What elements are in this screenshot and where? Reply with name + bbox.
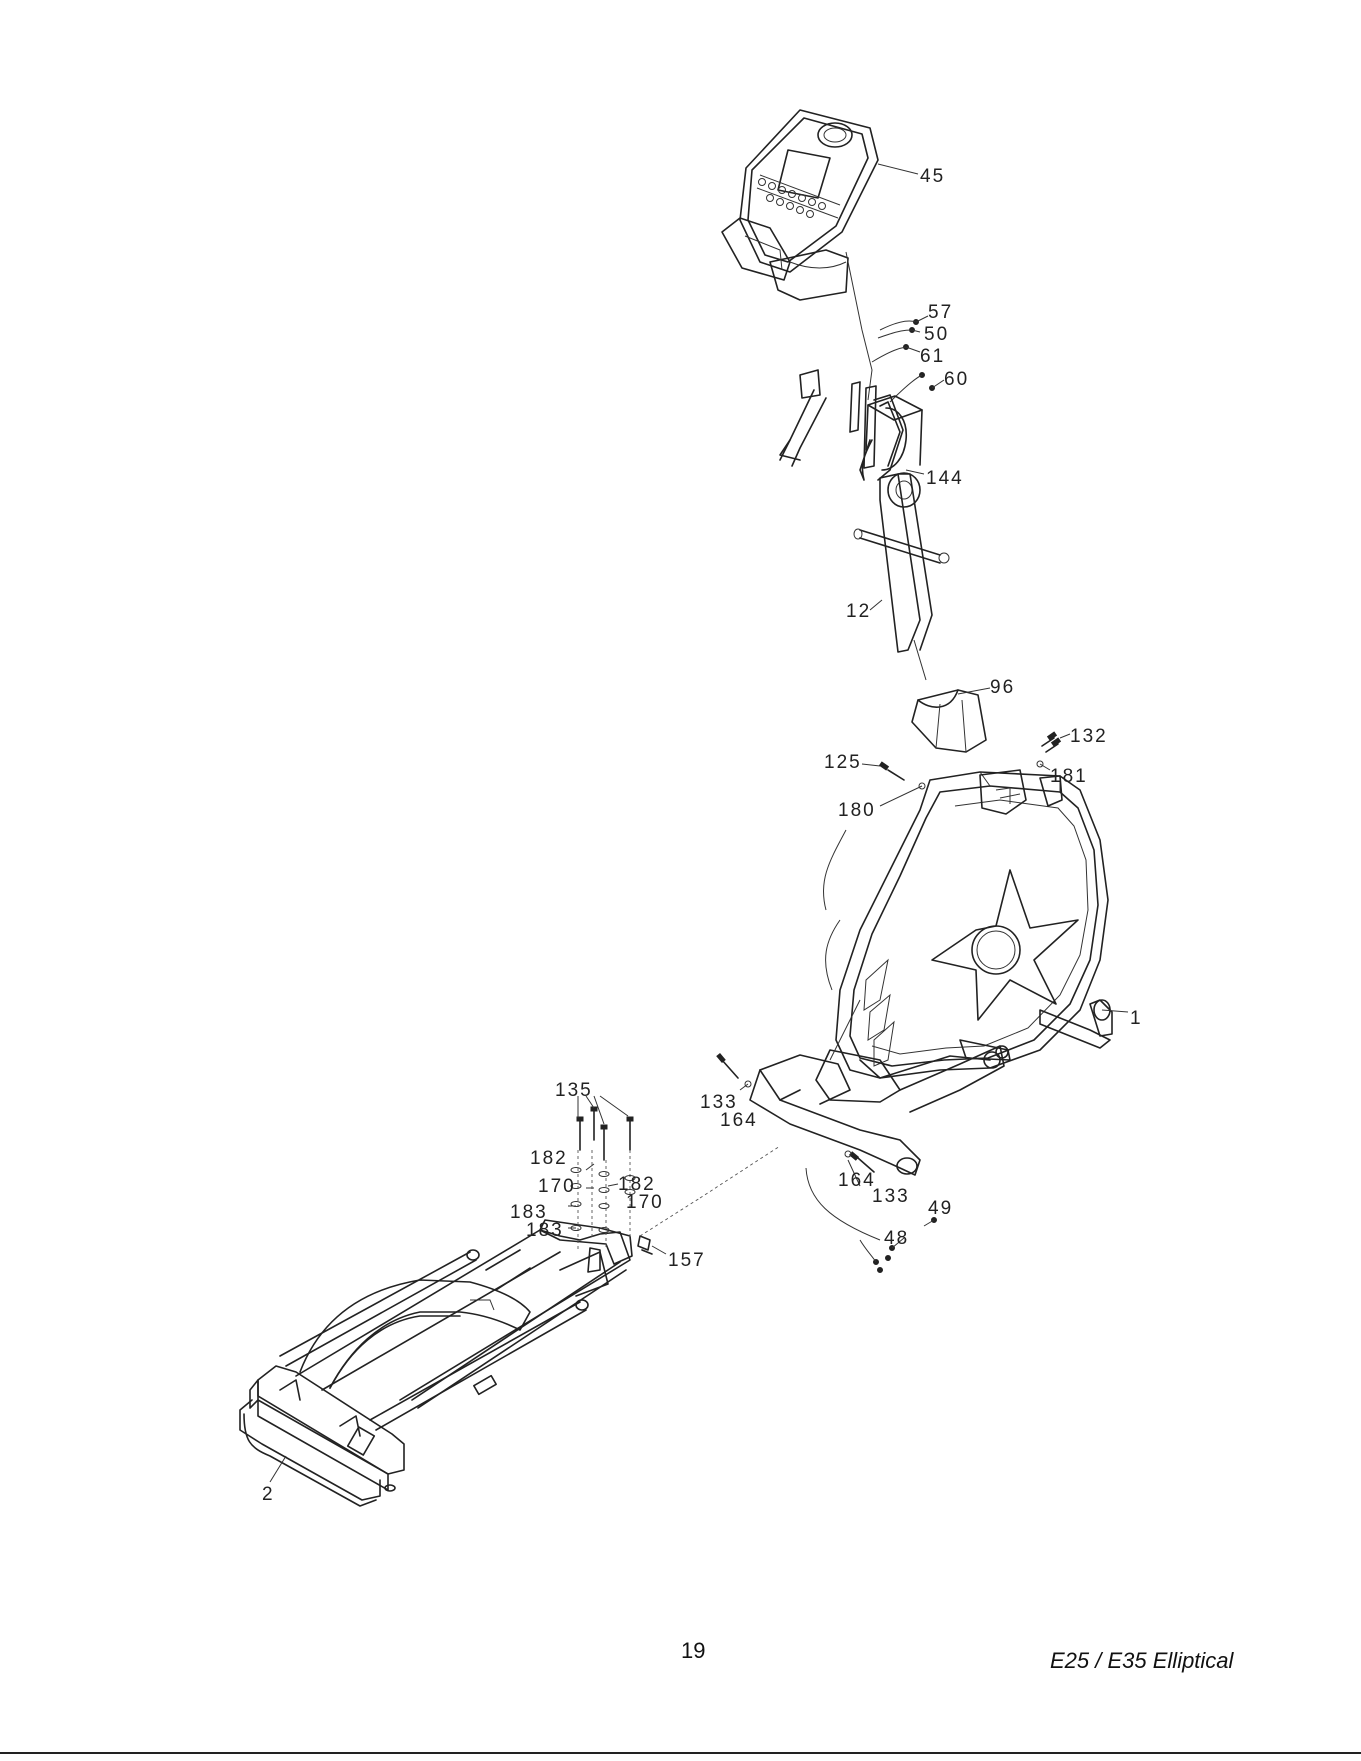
callout-125: 125: [824, 752, 862, 773]
rear-rail-assembly: [240, 1220, 632, 1506]
callout-96: 96: [990, 677, 1015, 698]
callout-180: 180: [838, 800, 876, 821]
callout-164-upper: 164: [720, 1110, 758, 1131]
main-frame-assembly: [750, 770, 1112, 1175]
callout-57: 57: [928, 302, 953, 323]
callout-49: 49: [928, 1198, 953, 1219]
callout-132: 132: [1070, 726, 1108, 747]
callout-170-right: 170: [626, 1192, 664, 1213]
callout-135: 135: [555, 1080, 593, 1101]
page-number: 19: [681, 1638, 705, 1664]
mast-cover: [912, 690, 986, 752]
callout-157: 157: [668, 1250, 706, 1271]
callout-182-left: 182: [530, 1148, 568, 1169]
callout-164-lower: 164: [838, 1170, 876, 1191]
callout-45: 45: [920, 166, 945, 187]
callout-labels: 45 57 50 61 60 144 12 96 132 125 181 180…: [262, 166, 1143, 1505]
callout-181: 181: [1050, 766, 1088, 787]
callout-12: 12: [846, 601, 871, 622]
callout-1: 1: [1130, 1008, 1143, 1029]
callout-61: 61: [920, 346, 945, 367]
callout-170-left: 170: [538, 1176, 576, 1197]
handlebar-mast-assembly: [780, 370, 949, 680]
callout-50: 50: [924, 324, 949, 345]
callout-133-lower: 133: [872, 1186, 910, 1207]
bottom-divider: [0, 1752, 1361, 1754]
callout-2: 2: [262, 1484, 275, 1505]
callout-60: 60: [944, 369, 969, 390]
callout-183-lower: 183: [526, 1220, 564, 1241]
console-assembly: [722, 110, 878, 300]
footer-model-title: E25 / E35 Elliptical: [1050, 1648, 1233, 1674]
callout-144: 144: [926, 468, 964, 489]
callout-48: 48: [884, 1228, 909, 1249]
